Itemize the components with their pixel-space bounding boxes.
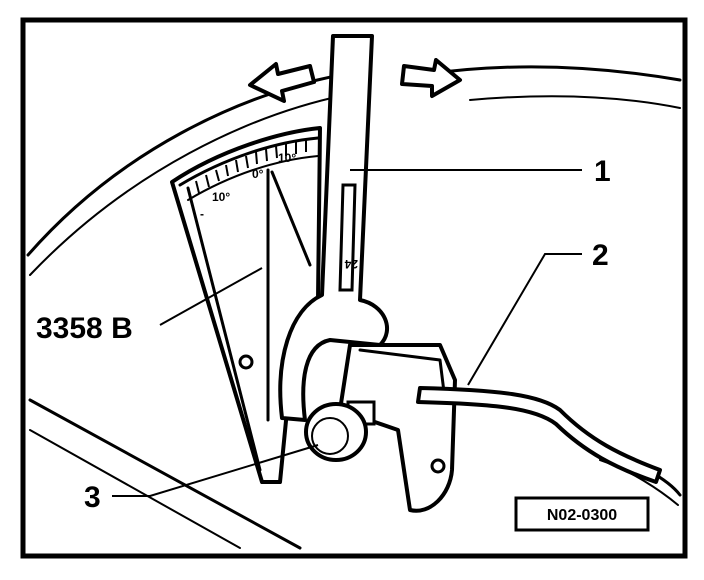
callout-3: 3 <box>84 481 101 514</box>
arrow-right-icon <box>400 58 462 98</box>
wrench-size-mark: 24 <box>344 257 358 271</box>
wrench-handle <box>278 34 390 422</box>
scale-label-10-left: 10° <box>212 190 230 204</box>
scale-label-10-right: 10° <box>278 151 296 165</box>
wrench-slot <box>338 183 357 292</box>
bracket-hole <box>430 458 446 474</box>
gauge-hole <box>238 354 254 370</box>
figure-code-box <box>514 496 650 532</box>
wrench: 24 <box>278 34 390 422</box>
direction-arrows <box>248 58 462 103</box>
thumb-screw <box>304 400 376 462</box>
callout-1: 1 <box>594 155 611 188</box>
callout-2: 2 <box>592 239 609 272</box>
gauge-scale-ticks <box>195 140 307 194</box>
lever-arm <box>416 386 662 484</box>
arrow-left-icon <box>248 62 316 103</box>
figure-code: N02-0300 <box>547 507 617 524</box>
gauge-scale-arc <box>178 136 320 187</box>
callout-tool-number: 3358 B <box>36 312 133 345</box>
leader-lines <box>112 169 582 497</box>
scale-label-minus: - <box>200 207 204 221</box>
scale-label-0: 0° <box>252 167 264 181</box>
